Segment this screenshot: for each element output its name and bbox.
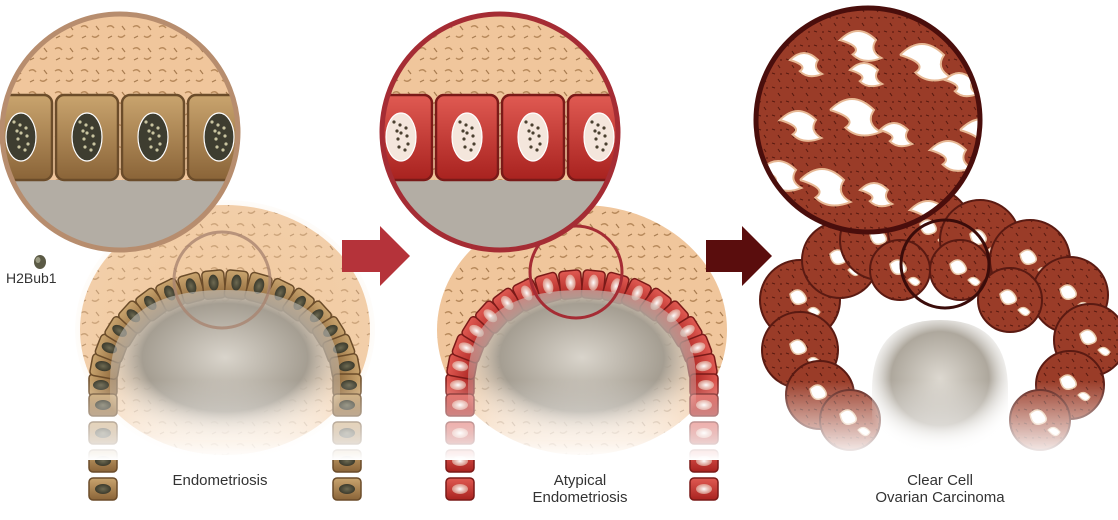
zoom-cell (188, 95, 250, 180)
label-line: Clear Cell (840, 472, 1040, 489)
stage-label-clear-cell: Clear Cell Ovarian Carcinoma (840, 472, 1040, 506)
zoom-cell (436, 95, 498, 180)
zoom-cell (370, 95, 432, 180)
label-line: Endometriosis (140, 472, 300, 489)
zoom-cell (122, 95, 184, 180)
stage-label-atypical: Atypical Endometriosis (500, 472, 660, 506)
stage-atypical (370, 10, 760, 500)
zoom-cell (56, 95, 118, 180)
epithelial-cell (446, 478, 474, 500)
zoom-cell (502, 95, 564, 180)
label-line: Atypical (500, 472, 660, 489)
legend-label: H2Bub1 (6, 270, 57, 286)
epithelial-cell (333, 478, 361, 500)
nucleosome-icon (34, 255, 46, 269)
zoom-cell (634, 95, 696, 180)
label-line: Endometriosis (500, 489, 660, 506)
label-line: Ovarian Carcinoma (840, 489, 1040, 506)
epithelial-cell (89, 478, 117, 500)
progression-arrow-2 (706, 226, 772, 286)
stage-endometriosis (0, 10, 400, 500)
epithelial-cell (690, 478, 718, 500)
stage-clear-cell-carcinoma (750, 0, 1118, 460)
stage-label-endometriosis: Endometriosis (140, 472, 300, 489)
zoom-cell (254, 95, 316, 180)
zoom-cell (568, 95, 630, 180)
